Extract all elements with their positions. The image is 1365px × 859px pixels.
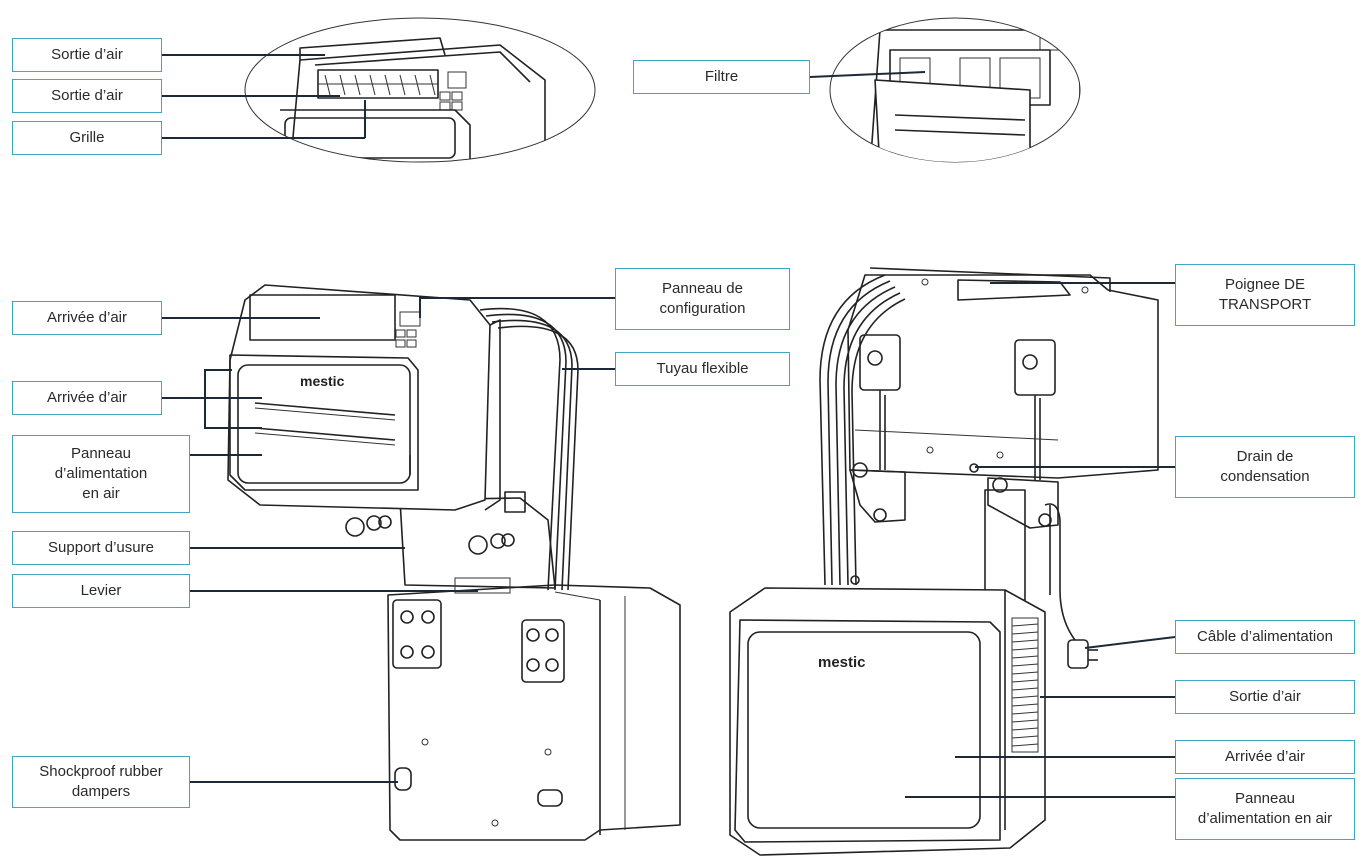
- label-panneau-configuration: Panneau de configuration: [615, 268, 790, 330]
- label-arrivee-air-1: Arrivée d’air: [12, 301, 162, 335]
- label-sortie-air-1: Sortie d’air: [12, 38, 162, 72]
- label-drain-condensation: Drain de condensation: [1175, 436, 1355, 498]
- label-panneau-alimentation-right: Panneau d’alimentation en air: [1175, 778, 1355, 840]
- unit-front-view: mestic: [227, 284, 681, 841]
- label-poignee-transport: Poignee DE TRANSPORT: [1175, 264, 1355, 326]
- label-levier: Levier: [12, 574, 190, 608]
- label-sortie-air-right: Sortie d’air: [1175, 680, 1355, 714]
- label-tuyau-flexible: Tuyau flexible: [615, 352, 790, 386]
- label-panneau-alimentation-left: Panneau d’alimentation en air: [12, 435, 190, 513]
- label-grille: Grille: [12, 121, 162, 155]
- label-filtre: Filtre: [633, 60, 810, 94]
- label-arrivee-air-right: Arrivée d’air: [1175, 740, 1355, 774]
- detail-filter: [829, 17, 1081, 163]
- label-arrivee-air-2: Arrivée d’air: [12, 381, 162, 415]
- label-support-usure: Support d’usure: [12, 531, 190, 565]
- detail-air-outlet: [244, 17, 596, 163]
- label-shockproof: Shockproof rubber dampers: [12, 756, 190, 808]
- leader-lines: [162, 54, 1176, 798]
- label-sortie-air-2: Sortie d’air: [12, 79, 162, 113]
- label-cable-alimentation: Câble d’alimentation: [1175, 620, 1355, 654]
- brand-logo-left: mestic: [300, 373, 345, 389]
- unit-rear-view: mestic: [729, 267, 1159, 856]
- brand-logo-right: mestic: [818, 654, 866, 671]
